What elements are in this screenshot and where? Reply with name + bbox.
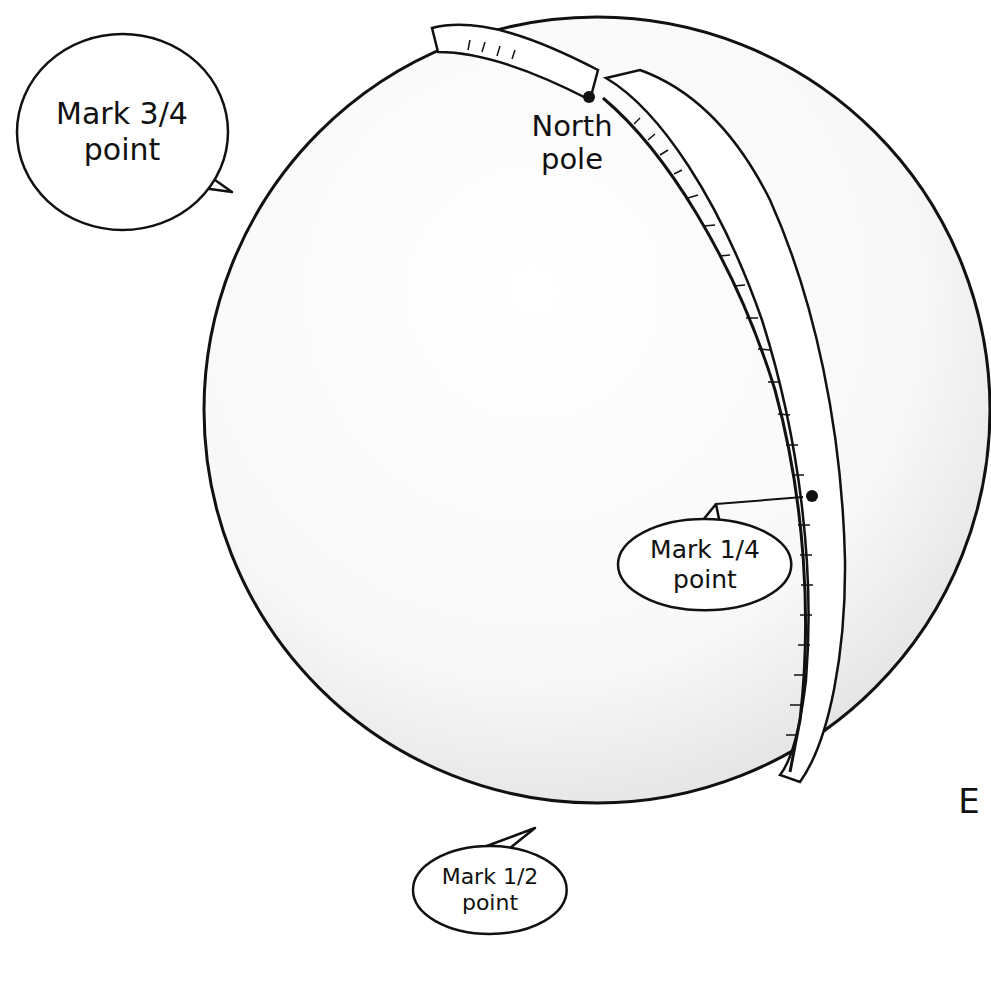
sphere — [204, 17, 990, 803]
callout-text: Mark 3/4 point — [53, 96, 191, 168]
bubble-content: Mark 3/4 point — [15, 32, 230, 232]
pole-dot — [583, 91, 595, 103]
leader-line — [716, 497, 803, 504]
speech-bubble: Mark 3/4 point — [15, 32, 230, 232]
bubble-ellipse — [618, 519, 791, 610]
edge-letter: E — [952, 782, 986, 821]
pole-label: North pole — [512, 110, 632, 177]
callout-text: Mark 1/4 point — [647, 535, 762, 595]
tape-edge — [603, 98, 806, 772]
speech-bubble: Mark 1/2 point — [411, 844, 569, 936]
bubble-ellipse — [17, 34, 228, 230]
tape-strip — [606, 70, 845, 782]
tape-strip — [432, 25, 598, 100]
bubble-content: Mark 1/4 point — [616, 517, 793, 612]
bubble-ellipse — [413, 846, 567, 934]
tape-ticks — [468, 40, 813, 735]
callout-text: Mark 1/2 point — [439, 864, 540, 917]
mark-dot — [806, 490, 818, 502]
bubble-content: Mark 1/2 point — [411, 844, 569, 936]
speech-bubble: Mark 1/4 point — [616, 517, 793, 612]
